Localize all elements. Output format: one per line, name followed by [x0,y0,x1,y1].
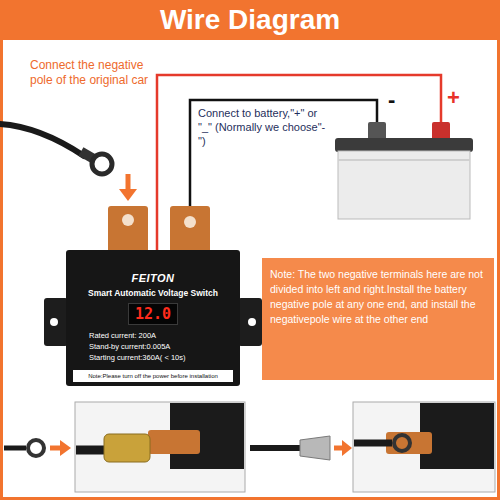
spec-line: Starting current:360A( < 10s) [89,352,186,363]
polarity-sign: + [447,86,460,110]
photo-frame [353,402,495,492]
ring-terminal [394,435,410,451]
terminal-hole [184,216,196,228]
cable [354,440,392,447]
cable [76,446,106,455]
cable [250,445,300,451]
mounting-hole [50,318,58,326]
battery-lid [335,138,473,152]
ring-terminal [28,440,44,456]
mounting-ear [238,298,262,346]
switch-housing: FEITON Smart Automatic Voltage Switch 12.0… [66,250,240,386]
pointer-arrow [126,174,131,190]
mounting-hole [248,318,256,326]
note-text: Note: The two negative terminals here ar… [270,267,486,327]
ring-terminal [92,154,112,174]
spec-line: Stand-by current:0.005A [89,341,170,352]
battery-stripe [338,159,470,161]
child-slot: 12.0 [128,303,178,325]
copper-terminal [148,430,200,454]
car-cable [0,124,84,156]
arrow-head [60,440,71,456]
instruction-label: Connect the negative pole of the origina… [30,58,150,88]
voltage-reading: 12.0 [135,305,171,323]
polarity-sign: - [388,88,395,112]
instruction-label: Connect to battery,"+" or "_" (Normally … [198,106,332,148]
battery-body [338,151,470,219]
arrow-head [119,189,137,201]
copper-terminal [386,432,432,454]
voltage-display: 12.0 [128,303,178,325]
diagram-title: Wire Diagram [0,2,500,38]
photo-frame [75,402,245,492]
cable [4,446,26,451]
spec-line: Rated current: 200A [89,330,156,341]
product-name: Smart Automatic Voltage Switch [88,288,218,299]
warning-note: Note:Please turn off the power before in… [73,370,233,382]
battery-clamp [300,436,330,460]
brand-name: FEITON [131,272,174,285]
arrow-head [342,440,352,456]
mounting-ear [44,298,68,346]
terminal-hole [122,214,134,226]
battery-clamp [104,434,150,462]
title-banner [0,0,500,40]
note-box: Note: The two negative terminals here ar… [262,258,494,380]
